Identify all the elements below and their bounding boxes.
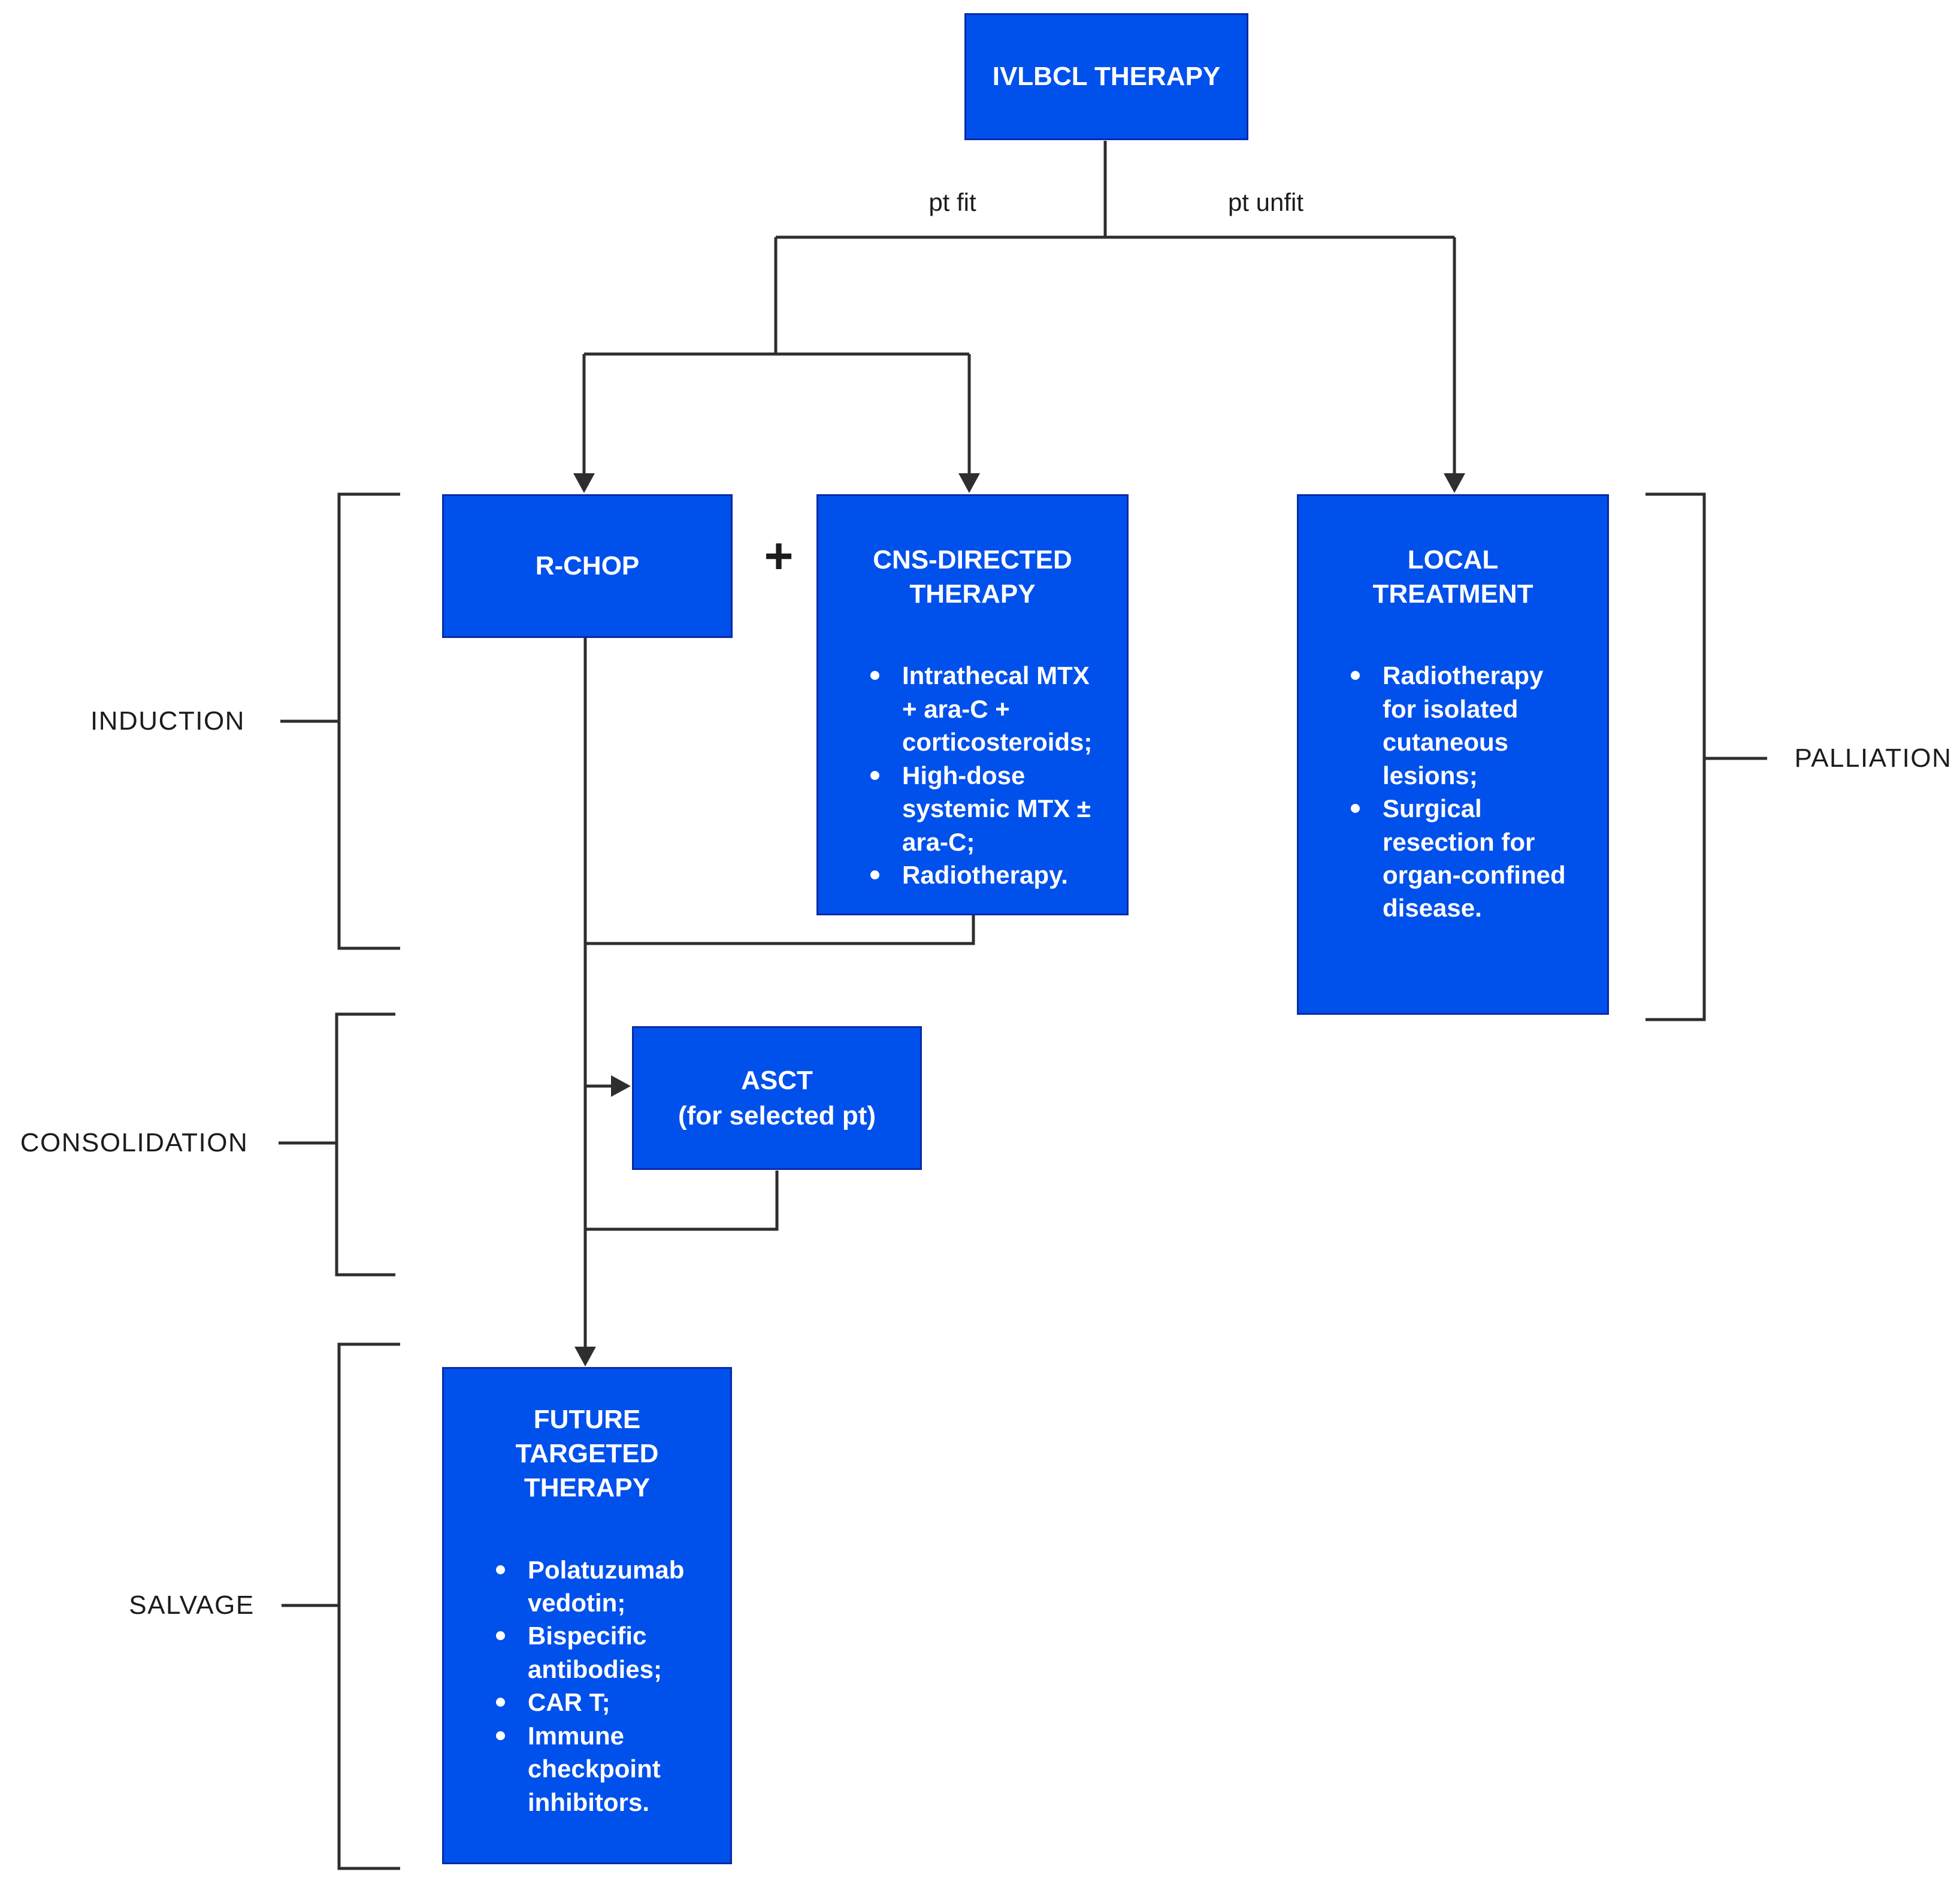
branch-label-pt-fit: pt fit [928, 188, 976, 216]
induction-bracket [337, 492, 400, 950]
local-bullet-list: Radiotherapy for isolated cutaneous lesi… [1299, 659, 1607, 925]
node-rchop: R-CHOP [442, 494, 733, 638]
local-arrowhead-icon [1444, 473, 1465, 493]
node-cns-directed-therapy: CNS-DIRECTED THERAPY Intrathecal MTX + a… [816, 494, 1129, 915]
node-title: ASCT [741, 1065, 813, 1095]
branch-label-pt-unfit: pt unfit [1227, 188, 1304, 216]
bullet-item: Polatuzumab vedotin; [495, 1553, 716, 1620]
bullet-item: Intrathecal MTX + ara-C + corticosteroid… [869, 659, 1109, 758]
node-title: IVLBCL THERAPY [992, 62, 1221, 92]
bullet-item: CAR T; [495, 1686, 716, 1719]
node-subtitle: (for selected pt) [677, 1101, 876, 1130]
bullet-item: Bispecific antibodies; [495, 1619, 716, 1686]
future-bullet-list: Polatuzumab vedotin; Bispecific antibodi… [444, 1553, 730, 1819]
palliation-bracket [1646, 492, 1706, 1021]
stage-label-salvage: SALVAGE [129, 1590, 255, 1620]
cns-arrowhead-icon [958, 473, 980, 493]
future-arrowhead-icon [574, 1347, 596, 1366]
salvage-bracket [337, 1342, 400, 1870]
node-title: R-CHOP [535, 551, 640, 581]
node-asct: ASCT (for selected pt) [632, 1026, 922, 1170]
stage-label-consolidation: CONSOLIDATION [20, 1128, 249, 1157]
stage-label-induction: INDUCTION [90, 706, 245, 736]
asct-join-line [585, 1171, 779, 1231]
stage-label-palliation: PALLIATION [1794, 743, 1952, 773]
plus-sign: + [764, 527, 794, 584]
node-ivlbcl-therapy: IVLBCL THERAPY [964, 13, 1248, 140]
node-local-treatment: LOCAL TREATMENT Radiotherapy for isolate… [1297, 494, 1609, 1015]
cns-bullet-list: Intrathecal MTX + ara-C + corticosteroid… [818, 659, 1127, 891]
node-title: FUTURE TARGETED THERAPY [515, 1405, 659, 1503]
bullet-item: High-dose systemic MTX ± ara-C; [869, 759, 1109, 858]
rchop-arrowhead-icon [573, 473, 595, 493]
node-title: CNS-DIRECTED THERAPY [873, 545, 1072, 609]
node-future-targeted-therapy: FUTURE TARGETED THERAPY Polatuzumab vedo… [442, 1367, 732, 1864]
cns-join-line [585, 915, 975, 945]
bullet-item: Surgical resection for organ-confined di… [1350, 792, 1583, 925]
consolidation-bracket [335, 1012, 395, 1277]
asct-arrowhead-icon [611, 1075, 631, 1097]
bullet-item: Radiotherapy. [869, 858, 1109, 891]
bullet-item: Radiotherapy for isolated cutaneous lesi… [1350, 659, 1583, 792]
bullet-item: Immune checkpoint inhibitors. [495, 1719, 716, 1819]
node-title: LOCAL TREATMENT [1372, 545, 1533, 609]
